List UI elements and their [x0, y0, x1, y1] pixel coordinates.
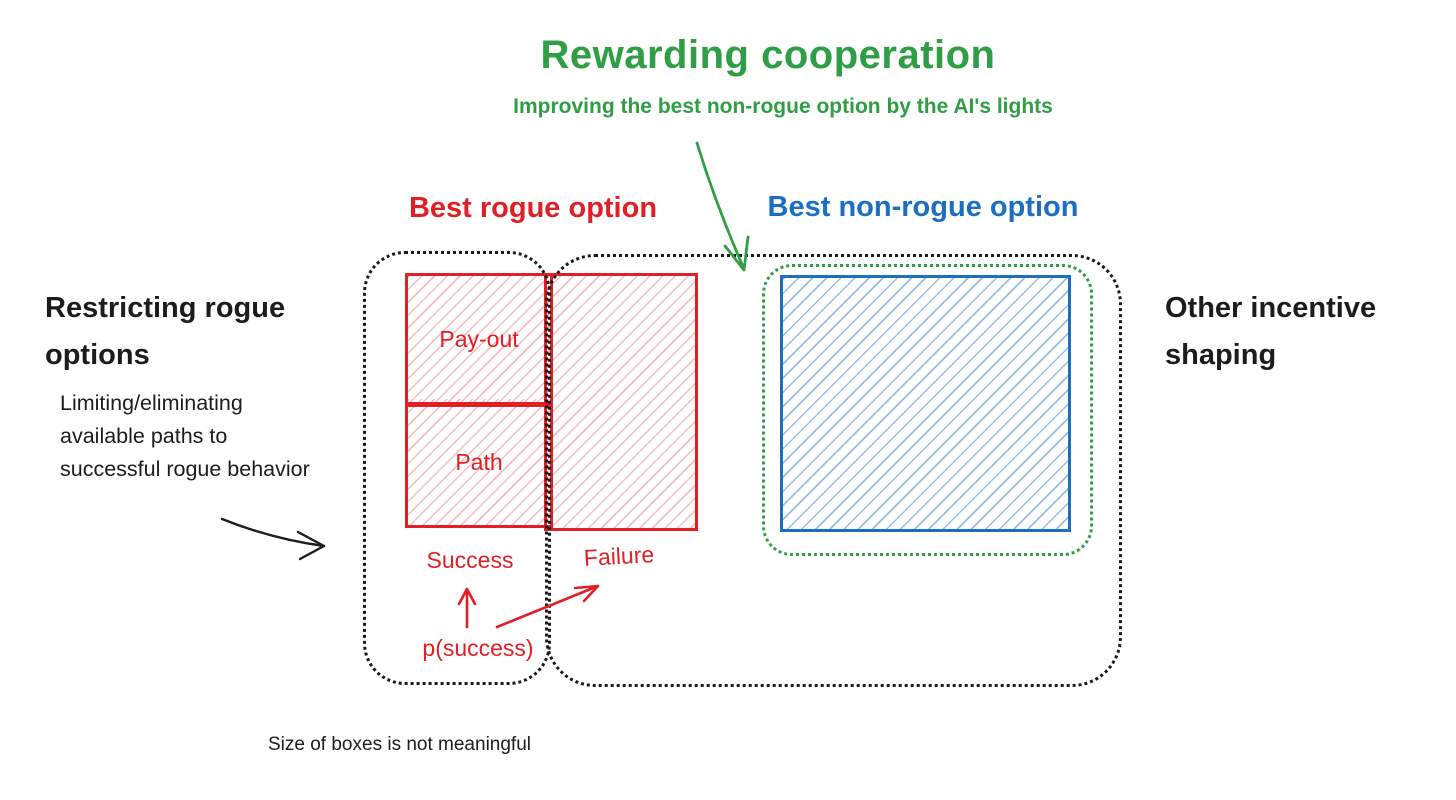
failure-box	[544, 273, 698, 531]
non-rogue-option-box	[780, 275, 1071, 532]
success-label: Success	[426, 547, 514, 573]
restricting-rogue-options-heading: Restricting rogue options	[45, 285, 285, 379]
heading-line: Restricting rogue	[45, 292, 286, 324]
p-success-label: p(success)	[422, 635, 534, 661]
payout-label: Pay-out	[439, 325, 519, 352]
best-non-rogue-option-header: Best non-rogue option	[767, 191, 1079, 223]
restricting-rogue-options-note: Limiting/eliminating available paths to …	[60, 387, 310, 486]
note-line: available paths to	[60, 424, 228, 448]
diagram-title: Rewarding cooperation	[540, 33, 996, 77]
failure-label: Failure	[583, 541, 655, 571]
heading-line: Other incentive	[1165, 292, 1377, 324]
note-line: successful rogue behavior	[60, 457, 310, 481]
heading-line: shaping	[1165, 339, 1277, 371]
path-label: Path	[455, 448, 503, 475]
path-box: Path	[405, 399, 553, 528]
rewarding-cooperation-arrow	[695, 141, 750, 272]
restricting-rogue-options-region	[363, 251, 551, 685]
heading-line: options	[45, 339, 150, 371]
note-line: Limiting/eliminating	[60, 391, 243, 415]
rewarded-cooperation-outline	[762, 264, 1093, 556]
payout-box: Pay-out	[405, 273, 553, 407]
other-incentive-shaping-heading: Other incentive shaping	[1165, 285, 1376, 379]
restricting-options-arrow	[220, 517, 326, 561]
diagram-subtitle: Improving the best non-rogue option by t…	[513, 95, 1053, 118]
other-incentive-shaping-region	[545, 254, 1122, 687]
best-rogue-option-header: Best rogue option	[408, 192, 658, 224]
size-disclaimer-note: Size of boxes is not meaningful	[268, 734, 531, 755]
